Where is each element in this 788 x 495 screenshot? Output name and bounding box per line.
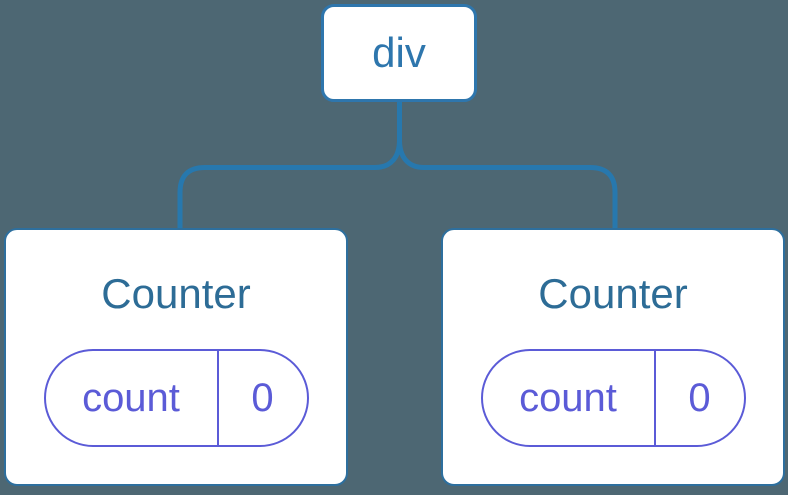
state-key: count (483, 351, 656, 445)
state-pill: count 0 (43, 349, 309, 447)
state-key: count (46, 351, 219, 445)
connector-left-branch (177, 101, 402, 230)
counter-card-right: Counter count 0 (441, 228, 785, 486)
state-value: 0 (688, 375, 711, 420)
state-value: 0 (251, 375, 274, 420)
state-pill: count 0 (480, 349, 746, 447)
component-title: Counter (538, 270, 688, 317)
root-node-label: div (372, 29, 426, 76)
counter-card-left: Counter count 0 (4, 228, 348, 486)
connector-right-branch (397, 101, 618, 230)
component-title: Counter (101, 270, 251, 317)
root-node-div: div (321, 4, 477, 102)
